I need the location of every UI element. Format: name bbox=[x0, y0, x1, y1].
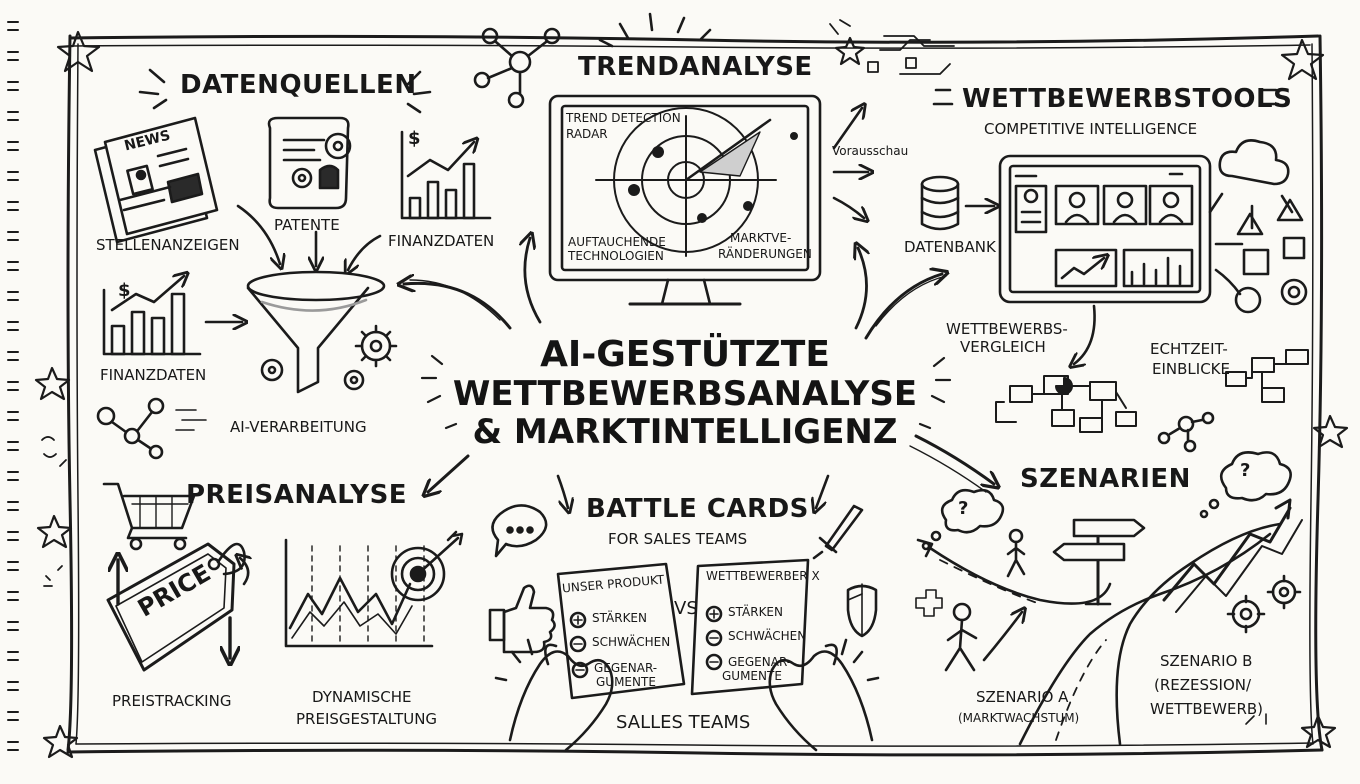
thumbs-up-icon bbox=[488, 584, 556, 654]
vorausschau-label: Vorausschau bbox=[832, 144, 909, 158]
sword-icon bbox=[812, 504, 864, 560]
dynamische-label-1: DYNAMISCHE bbox=[312, 688, 412, 706]
card-right-gegen-2: GUMENTE bbox=[722, 669, 782, 683]
scenario-gears-icon bbox=[1226, 574, 1302, 634]
battle-cards-heading: BATTLE CARDS bbox=[586, 494, 809, 524]
tablet-icon bbox=[998, 154, 1212, 304]
echtzeit-label-1: ECHTZEIT- bbox=[1150, 340, 1228, 358]
question-mark-right: ? bbox=[1240, 460, 1251, 481]
molecule-icon bbox=[473, 27, 561, 109]
wettbewerbstools-section bbox=[829, 19, 1309, 453]
finanzdaten-left-label: FINANZDATEN bbox=[100, 366, 207, 384]
vergleich-label-2: VERGLEICH bbox=[960, 338, 1046, 356]
card-right-title: WETTBEWERBER X bbox=[706, 569, 820, 583]
dollar-sign-left: $ bbox=[118, 280, 131, 301]
misc-doodles bbox=[41, 436, 67, 587]
szenario-b-label-1: SZENARIO B bbox=[1160, 652, 1253, 670]
wettbewerbstools-heading: WETTBEWERBSTOOLS bbox=[962, 84, 1293, 114]
gears-icon bbox=[260, 324, 398, 391]
preisanalyse-heading: PREISANALYSE bbox=[186, 480, 408, 510]
shopping-cart-icon bbox=[102, 482, 196, 551]
funnel-icon bbox=[246, 270, 386, 394]
card-right-gegen-1: GEGENAR- bbox=[728, 655, 792, 669]
szenario-b-label-2: (REZESSION/ bbox=[1154, 676, 1252, 694]
patent-scroll-icon bbox=[267, 116, 352, 210]
molecule-small-icon bbox=[1157, 411, 1215, 453]
datenquellen-heading: DATENQUELLEN bbox=[180, 70, 417, 100]
markt-label-1: MARKTVE- bbox=[730, 231, 792, 245]
for-sales-teams-label: FOR SALES TEAMS bbox=[608, 530, 748, 548]
price-tag-icon bbox=[106, 542, 246, 672]
patente-label: PATENTE bbox=[274, 216, 340, 234]
title-line-1: AI-GESTÜTZTE bbox=[540, 334, 830, 375]
question-mark-left: ? bbox=[958, 498, 969, 519]
vs-label: VS bbox=[674, 598, 698, 619]
walking-person-top-icon bbox=[1006, 528, 1026, 578]
database-icon bbox=[920, 175, 994, 231]
flowchart-icon bbox=[995, 375, 1137, 433]
markt-label-2: RÄNDERUNGEN bbox=[718, 247, 812, 261]
finanzdaten-top-label: FINANZDATEN bbox=[388, 232, 495, 250]
spiral-binding bbox=[7, 21, 19, 751]
preisanalyse-section bbox=[102, 454, 470, 672]
stars bbox=[34, 30, 1349, 759]
card-right-schwaechen: SCHWÄCHEN bbox=[728, 629, 807, 643]
thought-cloud-right-icon bbox=[1199, 451, 1292, 519]
finance-chart-top-icon bbox=[400, 130, 492, 220]
signpost-icon bbox=[1052, 518, 1146, 606]
radar-label-2: RADAR bbox=[566, 127, 608, 141]
vergleich-label-1: WETTBEWERBS- bbox=[946, 320, 1068, 338]
circuit-icon bbox=[829, 19, 955, 75]
card-right-staerken: STÄRKEN bbox=[728, 605, 783, 619]
card-left-gegen-1: GEGENAR- bbox=[594, 661, 658, 675]
szenarien-heading: SZENARIEN bbox=[1020, 464, 1191, 494]
radar-label-1: TREND DETECTION bbox=[566, 111, 681, 125]
cloud-shapes-icon bbox=[1208, 139, 1308, 314]
title-line-3: & MARKTINTELLIGENZ bbox=[472, 412, 898, 453]
stellenanzeigen-label: STELLENANZEIGEN bbox=[96, 236, 240, 254]
sales-teams-label: SALLES TEAMS bbox=[616, 712, 751, 733]
battle-cards-section bbox=[488, 474, 880, 752]
main-title: AI-GESTÜTZTE WETTBEWERBSANALYSE & MARKTI… bbox=[425, 334, 945, 453]
dynamic-pricing-chart-icon bbox=[284, 538, 434, 648]
szenario-a-label-1: SZENARIO A bbox=[976, 688, 1069, 706]
title-sparks bbox=[420, 354, 952, 430]
network-nodes-icon bbox=[96, 397, 207, 460]
datenquellen-section bbox=[93, 27, 561, 460]
flowchart-right-icon bbox=[1225, 349, 1309, 403]
shield-icon bbox=[846, 583, 878, 638]
ai-verarbeitung-label: AI-VERARBEITUNG bbox=[230, 418, 367, 436]
echtzeit-label-2: EINBLICKE bbox=[1152, 360, 1230, 378]
auftauchende-label-1: AUFTAUCHENDE bbox=[568, 235, 666, 249]
preistracking-label: PREISTRACKING bbox=[112, 692, 232, 710]
target-icon bbox=[390, 530, 464, 602]
title-line-2: WETTBEWERBSANALYSE bbox=[452, 374, 918, 415]
auftauchende-label-2: TECHNOLOGIEN bbox=[568, 249, 664, 263]
szenario-b-label-3: WETTBEWERB) bbox=[1150, 700, 1264, 718]
dynamische-label-2: PREISGESTALTUNG bbox=[296, 710, 438, 728]
competitive-intelligence-label: COMPETITIVE INTELLIGENCE bbox=[984, 120, 1198, 138]
newspaper-icon bbox=[93, 116, 219, 244]
datenbank-label: DATENBANK bbox=[904, 238, 996, 256]
finance-chart-left-icon bbox=[102, 276, 202, 356]
walking-person-bottom-icon bbox=[944, 602, 978, 672]
szenario-a-label-2: (MARKTWACHSTUM) bbox=[958, 711, 1080, 725]
trendanalyse-heading: TRENDANALYSE bbox=[578, 52, 813, 82]
trendanalyse-section bbox=[525, 12, 868, 330]
speech-bubble-icon bbox=[491, 504, 548, 558]
card-left-staerken: STÄRKEN bbox=[592, 611, 647, 625]
card-left-gegen-2: GUMENTE bbox=[596, 675, 656, 689]
hands-icon bbox=[494, 638, 880, 752]
radar-icon bbox=[595, 107, 798, 257]
dollar-sign-top: $ bbox=[408, 128, 421, 149]
card-left-schwaechen: SCHWÄCHEN bbox=[592, 635, 671, 649]
szenarien-section bbox=[909, 434, 1303, 746]
